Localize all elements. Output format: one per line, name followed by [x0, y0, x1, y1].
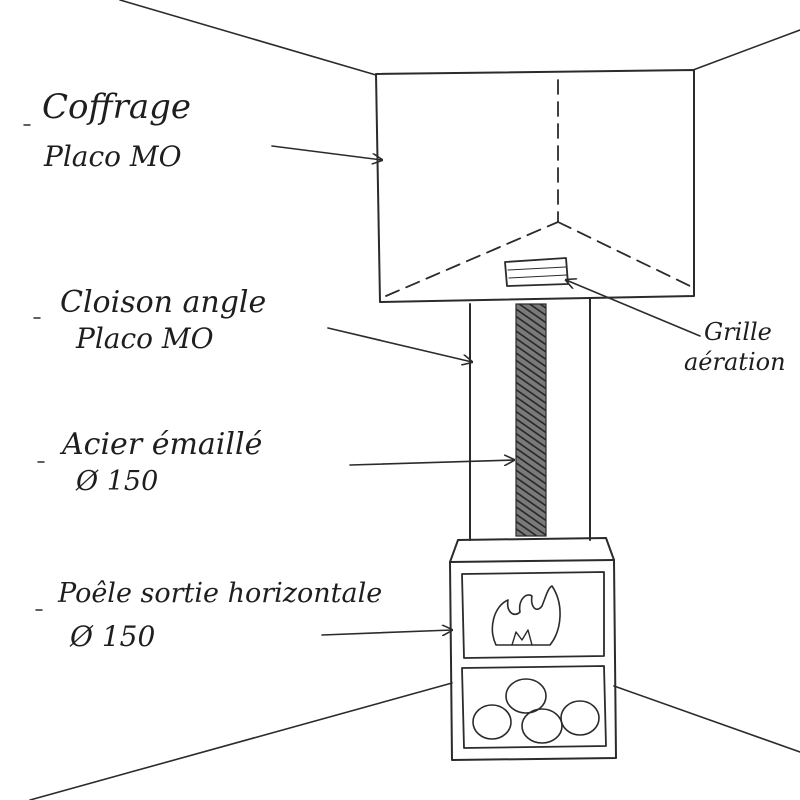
label-cloison-title: Cloison angle — [60, 285, 266, 320]
label-coffrage-title: Coffrage — [42, 87, 191, 127]
firewood-logs-icon — [472, 678, 600, 744]
label-acier-title: Acier émaillé — [59, 427, 262, 462]
label-cloison-material: Placo MO — [75, 322, 214, 355]
leader-arrows — [271, 145, 701, 635]
arrow-coffrage — [271, 145, 382, 160]
ventilation-grille — [504, 257, 569, 287]
arrow-poele — [321, 630, 452, 635]
label-poele-title: Poêle sortie horizontale — [57, 578, 382, 609]
arrow-acier — [349, 460, 514, 465]
enamelled-steel-flue-pipe — [515, 303, 547, 537]
room-perspective-lines — [29, 0, 800, 800]
label-acier-diameter: Ø 150 — [75, 466, 158, 497]
arrow-cloison — [327, 327, 472, 362]
fire-flame-icon — [491, 585, 561, 646]
label-coffrage-material: Placo MO — [43, 140, 182, 173]
bullet-dashes — [23, 124, 45, 611]
arrow-grille — [566, 280, 701, 337]
label-grille-title: Grille — [704, 318, 772, 346]
corner-partition-cloison — [469, 297, 591, 541]
ceiling-box-coffrage — [375, 69, 695, 303]
label-poele-diameter: Ø 150 — [69, 620, 155, 653]
stove — [449, 537, 617, 761]
label-grille-aeration: aération — [684, 348, 786, 376]
